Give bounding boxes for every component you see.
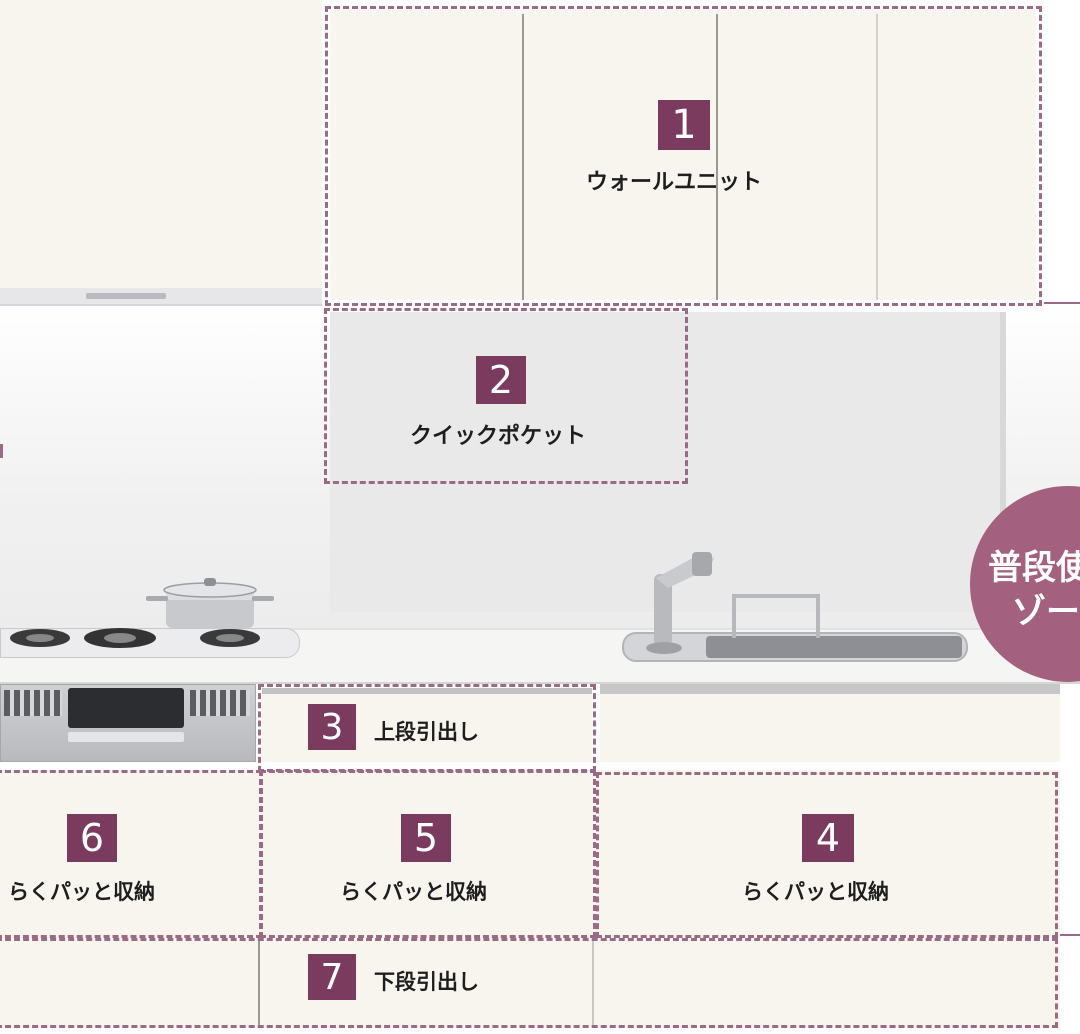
zone-7-outline [0,938,1058,1028]
oven-handle [68,732,184,742]
zone-4-outline [596,772,1058,938]
zone-6-label: らくパッと収納 [8,880,155,904]
wall-unit-divider [522,14,524,300]
oven-window [68,688,184,728]
middle-cabinet-row [0,770,1060,938]
zone-5-number-badge: 5 [401,814,451,862]
lower-drawer-row [0,940,1060,1028]
sink-inner [706,636,962,658]
zone-3-number-badge: 3 [308,704,356,750]
zone-4-label: らくパッと収納 [742,880,889,904]
oven-controls-left [4,690,62,716]
zone-1-number-badge: 1 [658,100,710,150]
zone-6-number-badge: 6 [67,814,117,862]
base-divider [592,940,594,1028]
wall-unit-divider [876,14,878,300]
left-edge-tick [0,444,3,458]
right-edge-tick [1060,934,1080,936]
oven-controls-right [190,690,250,716]
callout-line-2: ゾー [1012,592,1080,632]
right-upper-drawer-panel [600,684,1060,762]
backsplash-edge [1000,312,1006,612]
right-edge-tick [1044,302,1080,304]
wall-unit-cabinets [330,10,1036,300]
zone-7-label: 下段引出し [374,970,479,994]
zone-6-outline [0,770,262,938]
zone-1-outline [325,6,1042,306]
faucet-icon [646,552,714,654]
zone-1-label: ウォールユニット [586,170,763,195]
zone-4-number-badge: 4 [802,814,854,862]
zone-2-outline [324,308,688,484]
stove-burners [10,628,260,648]
callout-line-1: 普段使 [988,548,1080,588]
zone-2-number-badge: 2 [476,356,526,404]
backsplash-panel [330,312,1002,612]
cooking-pot [146,578,274,628]
zone-2-label: クイックポケット [410,424,587,449]
zone-5-outline [260,770,596,938]
range-hood-vent [86,293,166,299]
wall-unit-divider [716,14,718,300]
zone-3-label: 上段引出し [374,720,479,744]
base-divider [258,940,260,1028]
zone-5-label: らくパッと収納 [340,880,487,904]
range-hood-cabinet [0,0,322,288]
sink-rack [732,594,820,638]
zone-7-number-badge: 7 [308,954,356,1000]
